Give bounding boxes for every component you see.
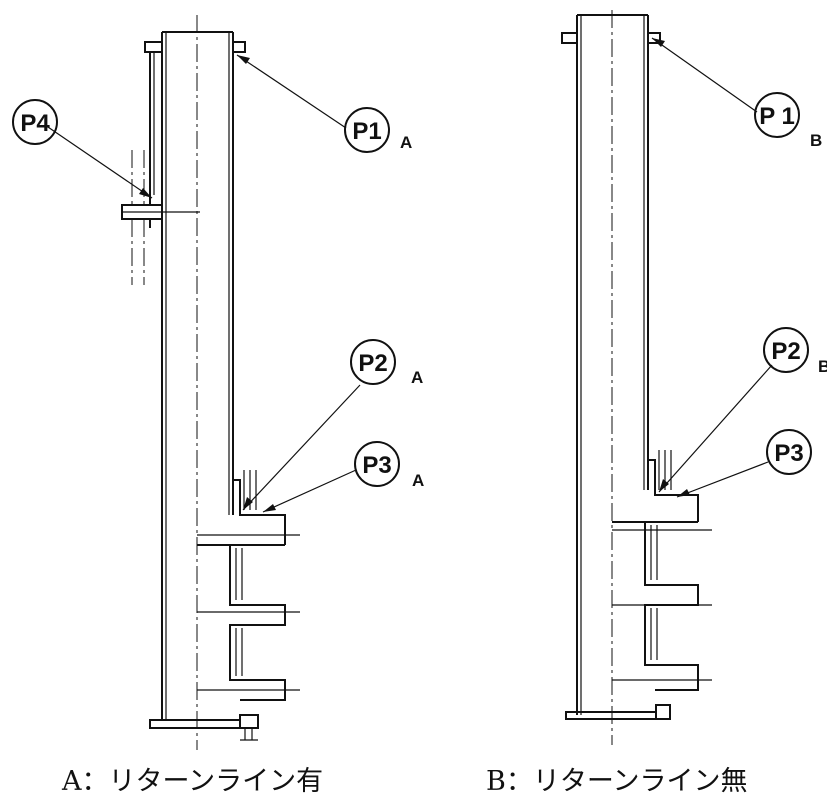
diagram-b-pipe <box>561 10 712 745</box>
svg-text:B: B <box>818 357 827 376</box>
svg-text:P2: P2 <box>771 338 800 365</box>
svg-text:A: A <box>400 133 412 152</box>
diagram-b-bubble-p1: P 1 B <box>754 92 822 150</box>
svg-text:P3: P3 <box>362 452 391 479</box>
svg-text:P3: P3 <box>774 440 803 467</box>
diagram-a-leaders <box>44 54 361 513</box>
svg-text:P4: P4 <box>20 110 50 137</box>
svg-text:P 1: P 1 <box>759 103 795 130</box>
svg-text:A: A <box>411 368 423 387</box>
diagram-a-bubble-p4: P4 <box>12 99 58 145</box>
diagram-b-bubble-p3: P3 <box>766 429 812 475</box>
diagram-b-leaders <box>651 37 773 498</box>
svg-text:P1: P1 <box>352 118 381 145</box>
diagram-a-bubble-p3: P3 A <box>354 441 424 490</box>
svg-text:A: A <box>412 471 424 490</box>
diagram-a-bubble-p2: P2 A <box>350 339 423 387</box>
diagram-b-bubble-p2: P2 B <box>763 327 827 376</box>
diagram-a-pipe <box>121 15 300 750</box>
diagram-a-bubble-p1: P1 A <box>344 107 412 153</box>
caption-b: B：リターンライン無 <box>486 766 748 797</box>
caption-a: A：リターンライン有 <box>61 766 323 797</box>
svg-text:B: B <box>810 131 822 150</box>
svg-text:P2: P2 <box>358 350 387 377</box>
